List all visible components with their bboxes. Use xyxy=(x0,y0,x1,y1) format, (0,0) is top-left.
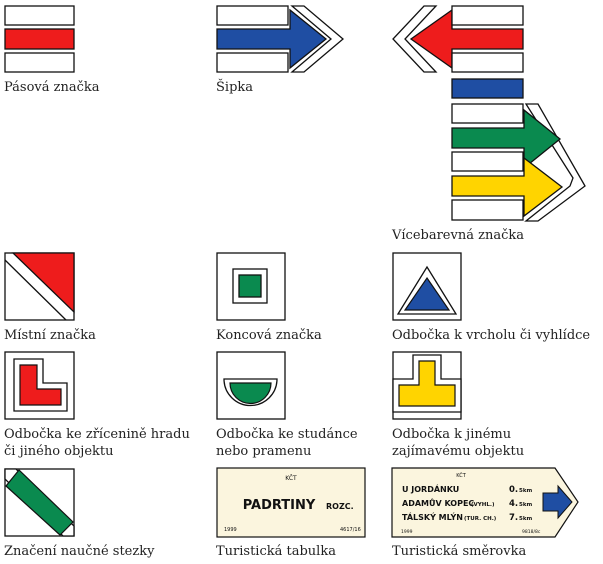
arrow-mark xyxy=(216,5,345,73)
signpost-note: (TUR. CH.) xyxy=(464,516,497,522)
signpost-year: 1999 xyxy=(401,529,413,535)
label-band-mark: Pásová značka xyxy=(4,80,100,95)
signpost-distance-fraction: 5km xyxy=(519,488,532,494)
label-local-mark: Místní značka xyxy=(4,328,96,343)
plate-year: 1999 xyxy=(224,527,237,533)
multicolor-mark xyxy=(392,5,586,222)
tourist-plate: KČT PADRTINY ROZC. 1999 4617/16 xyxy=(216,467,366,538)
label-spring-mark: Odbočka ke studánce xyxy=(216,427,358,442)
label-ruin-mark-line2: či jiného objektu xyxy=(4,444,114,459)
signpost-distance: 7. xyxy=(509,513,518,523)
signpost-org: KČT xyxy=(456,472,466,479)
label-multicolor-mark: Vícebarevná značka xyxy=(392,228,524,243)
signpost-place: TÁLSKÝ MLÝN xyxy=(402,511,463,522)
object-mark xyxy=(392,351,462,420)
label-summit-mark: Odbočka k vrcholu či vyhlídce xyxy=(392,328,591,343)
plate-suffix: ROZC. xyxy=(326,502,354,511)
signpost-place: U JORDÁNKU xyxy=(402,483,459,494)
summit-mark xyxy=(392,252,462,321)
signpost-distance-fraction: 5km xyxy=(519,502,532,508)
signpost-code: 9818/8c xyxy=(522,529,541,535)
plate-name: PADRTINY xyxy=(243,498,316,513)
end-mark xyxy=(216,252,286,321)
label-object-mark: Odbočka k jinému xyxy=(392,427,512,442)
plate-org: KČT xyxy=(285,475,297,482)
spring-mark xyxy=(216,351,286,420)
label-tourist-signpost: Turistická směrovka xyxy=(392,544,527,559)
plate-code: 4617/16 xyxy=(340,527,361,533)
signpost-distance: 0. xyxy=(509,485,518,495)
label-object-mark-line2: zajímavému objektu xyxy=(392,444,525,459)
ruin-mark xyxy=(4,351,75,420)
label-arrow-mark: Šipka xyxy=(216,80,254,95)
band-mark xyxy=(4,5,75,73)
label-spring-mark-line2: nebo pramenu xyxy=(216,444,312,459)
label-tourist-plate: Turistická tabulka xyxy=(216,544,336,559)
signpost-place: ADAMŮV KOPEC xyxy=(402,497,474,508)
signpost-distance: 4. xyxy=(509,499,518,509)
local-mark xyxy=(4,252,75,321)
label-end-mark: Koncová značka xyxy=(216,328,322,343)
signpost-note: (VYHL.) xyxy=(471,502,495,508)
educational-trail-mark xyxy=(4,468,75,537)
label-educational-trail-mark: Značení naučné stezky xyxy=(4,544,155,559)
signpost-distance-fraction: 5km xyxy=(519,516,532,522)
label-ruin-mark: Odbočka ke zřícenině hradu xyxy=(4,427,190,442)
